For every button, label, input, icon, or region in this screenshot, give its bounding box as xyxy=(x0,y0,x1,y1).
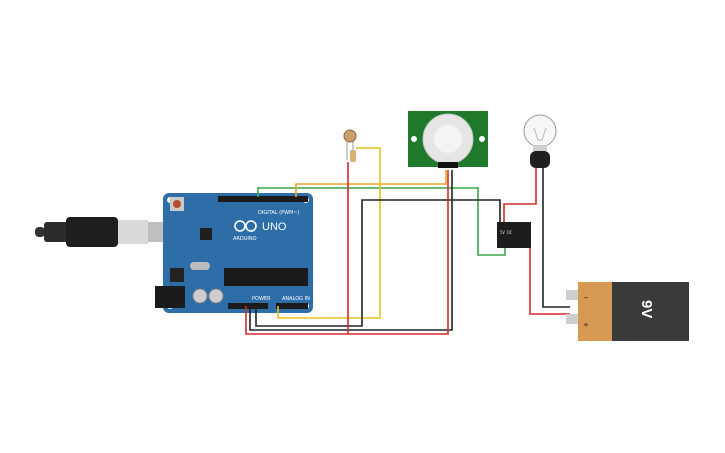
power-jack xyxy=(155,286,185,308)
wire-black-gnd xyxy=(255,199,501,327)
usb-chip xyxy=(200,228,212,240)
wire-red-battery xyxy=(529,248,570,315)
wires xyxy=(245,147,570,335)
capacitor xyxy=(192,288,208,304)
usb-cable-end xyxy=(35,227,45,237)
bulb-filament xyxy=(533,127,547,141)
capacitor xyxy=(208,288,224,304)
reset-button-cap xyxy=(173,200,181,208)
wire-red-5v xyxy=(245,170,449,335)
photoresistor-head xyxy=(343,129,357,143)
battery-minus-sign: − xyxy=(583,294,589,302)
bulb-socket xyxy=(530,151,550,168)
analog-header-label: ANALOG IN xyxy=(282,296,310,302)
relay-body xyxy=(497,222,531,248)
arduino-logo-icon xyxy=(234,220,257,232)
bulb-neck xyxy=(533,145,547,151)
wire-black-pir xyxy=(249,170,453,331)
wire-green xyxy=(257,187,506,256)
microcontroller-chip xyxy=(224,268,308,286)
power-header-label: POWER xyxy=(252,296,271,302)
arduino-model-label: UNO xyxy=(262,221,287,233)
battery-cap xyxy=(578,282,612,341)
pir-dome-lens xyxy=(434,125,462,153)
pir-mount-hole xyxy=(411,136,417,142)
pir-sensor[interactable] xyxy=(408,111,488,168)
photoresistor[interactable] xyxy=(343,129,357,162)
analog-pin-header[interactable] xyxy=(276,303,308,309)
arduino-board[interactable]: DIGITAL (PWM~) POWER ANALOG IN UNO ARDUI… xyxy=(155,193,313,313)
battery-terminal-negative xyxy=(566,290,578,300)
usb-plug-body xyxy=(66,217,118,247)
pir-pin-header xyxy=(438,162,458,168)
wire-red-bulb xyxy=(503,168,537,222)
battery-terminal-positive xyxy=(566,314,578,324)
wire-yellow-ldr xyxy=(277,147,381,319)
crystal xyxy=(190,262,210,270)
battery-body xyxy=(612,282,689,341)
bulb-glass xyxy=(523,114,557,148)
resistor xyxy=(350,150,356,162)
light-bulb[interactable] xyxy=(523,114,557,168)
voltage-regulator xyxy=(170,268,184,282)
wire-black-battery xyxy=(542,168,570,308)
wire-yellow-pir xyxy=(295,170,447,197)
usb-cable[interactable] xyxy=(35,217,178,247)
battery-plus-sign: + xyxy=(583,321,589,329)
digital-pin-header[interactable] xyxy=(218,196,308,202)
digital-header-label: DIGITAL (PWM~) xyxy=(258,210,300,216)
battery-label: 9V xyxy=(638,300,655,318)
arduino-brand-label: ARDUINO xyxy=(233,236,257,242)
usb-cable-grip xyxy=(44,222,68,242)
pir-mount-hole xyxy=(479,136,485,142)
usb-plug-metal xyxy=(118,220,148,244)
battery-9v[interactable]: − + 9V xyxy=(566,282,689,341)
power-pin-header[interactable] xyxy=(228,303,268,309)
relay-label: 5V DC xyxy=(500,230,513,235)
relay[interactable]: 5V DC xyxy=(497,222,531,248)
